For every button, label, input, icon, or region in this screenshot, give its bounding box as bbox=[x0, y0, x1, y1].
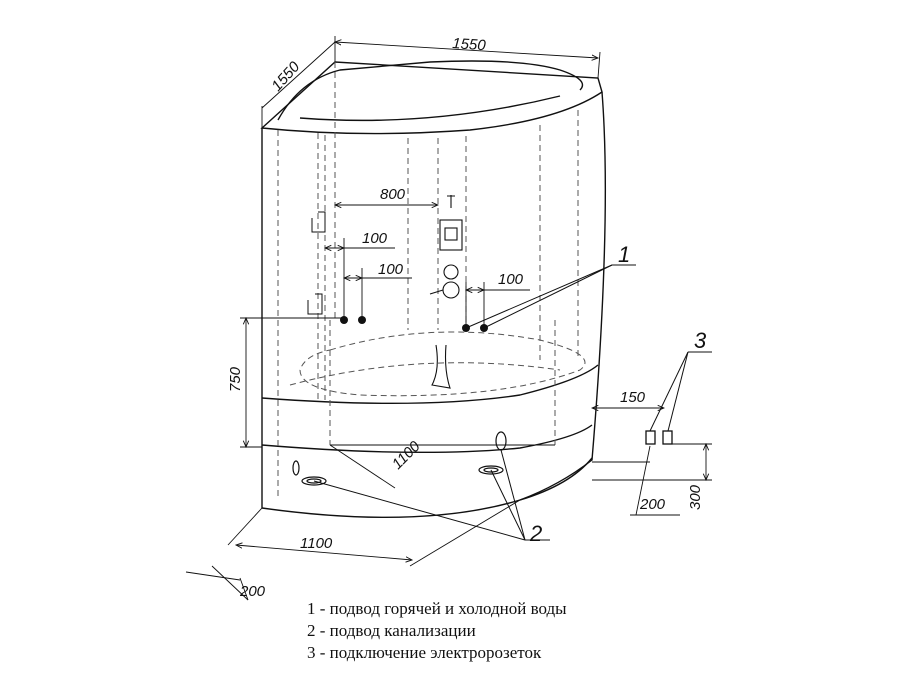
legend-item-drain: 2 - подвод канализации bbox=[307, 621, 476, 640]
wall-handles bbox=[307, 211, 326, 315]
callout-drain: 2 bbox=[529, 521, 542, 546]
dim-socket-height: 300 bbox=[687, 484, 704, 510]
legend-item-water: 1 - подвод горячей и холодной воды bbox=[307, 599, 567, 618]
dim-socket-side: 200 bbox=[639, 496, 666, 513]
dim-top-width: 1550 bbox=[452, 35, 487, 54]
cabin-hidden-lines bbox=[277, 62, 586, 500]
dim-floor-depth: 1100 bbox=[389, 438, 424, 473]
callout-electric: 3 bbox=[694, 328, 707, 353]
legend-item-electric: 3 - подключение электророзеток bbox=[307, 643, 542, 662]
dimension-lines bbox=[185, 36, 712, 601]
electric-sockets bbox=[645, 430, 673, 445]
legend: 1 - подвод горячей и холодной воды 2 - п… bbox=[307, 598, 567, 664]
dim-offset-right: 100 bbox=[498, 271, 524, 288]
dim-panel-span: 800 bbox=[380, 186, 406, 203]
cabin-outline bbox=[260, 60, 607, 519]
dim-socket-offset: 150 bbox=[620, 389, 646, 406]
control-panel bbox=[429, 195, 463, 389]
dim-floor-offset: 200 bbox=[239, 583, 266, 600]
dim-offset-left-2: 100 bbox=[378, 261, 404, 278]
dim-floor-width: 1100 bbox=[300, 535, 333, 552]
callout-water: 1 bbox=[618, 242, 630, 267]
callout-leaders bbox=[313, 264, 712, 541]
dim-height: 750 bbox=[227, 366, 244, 392]
dim-offset-left-1: 100 bbox=[362, 230, 388, 247]
dim-top-depth: 1550 bbox=[268, 58, 303, 95]
